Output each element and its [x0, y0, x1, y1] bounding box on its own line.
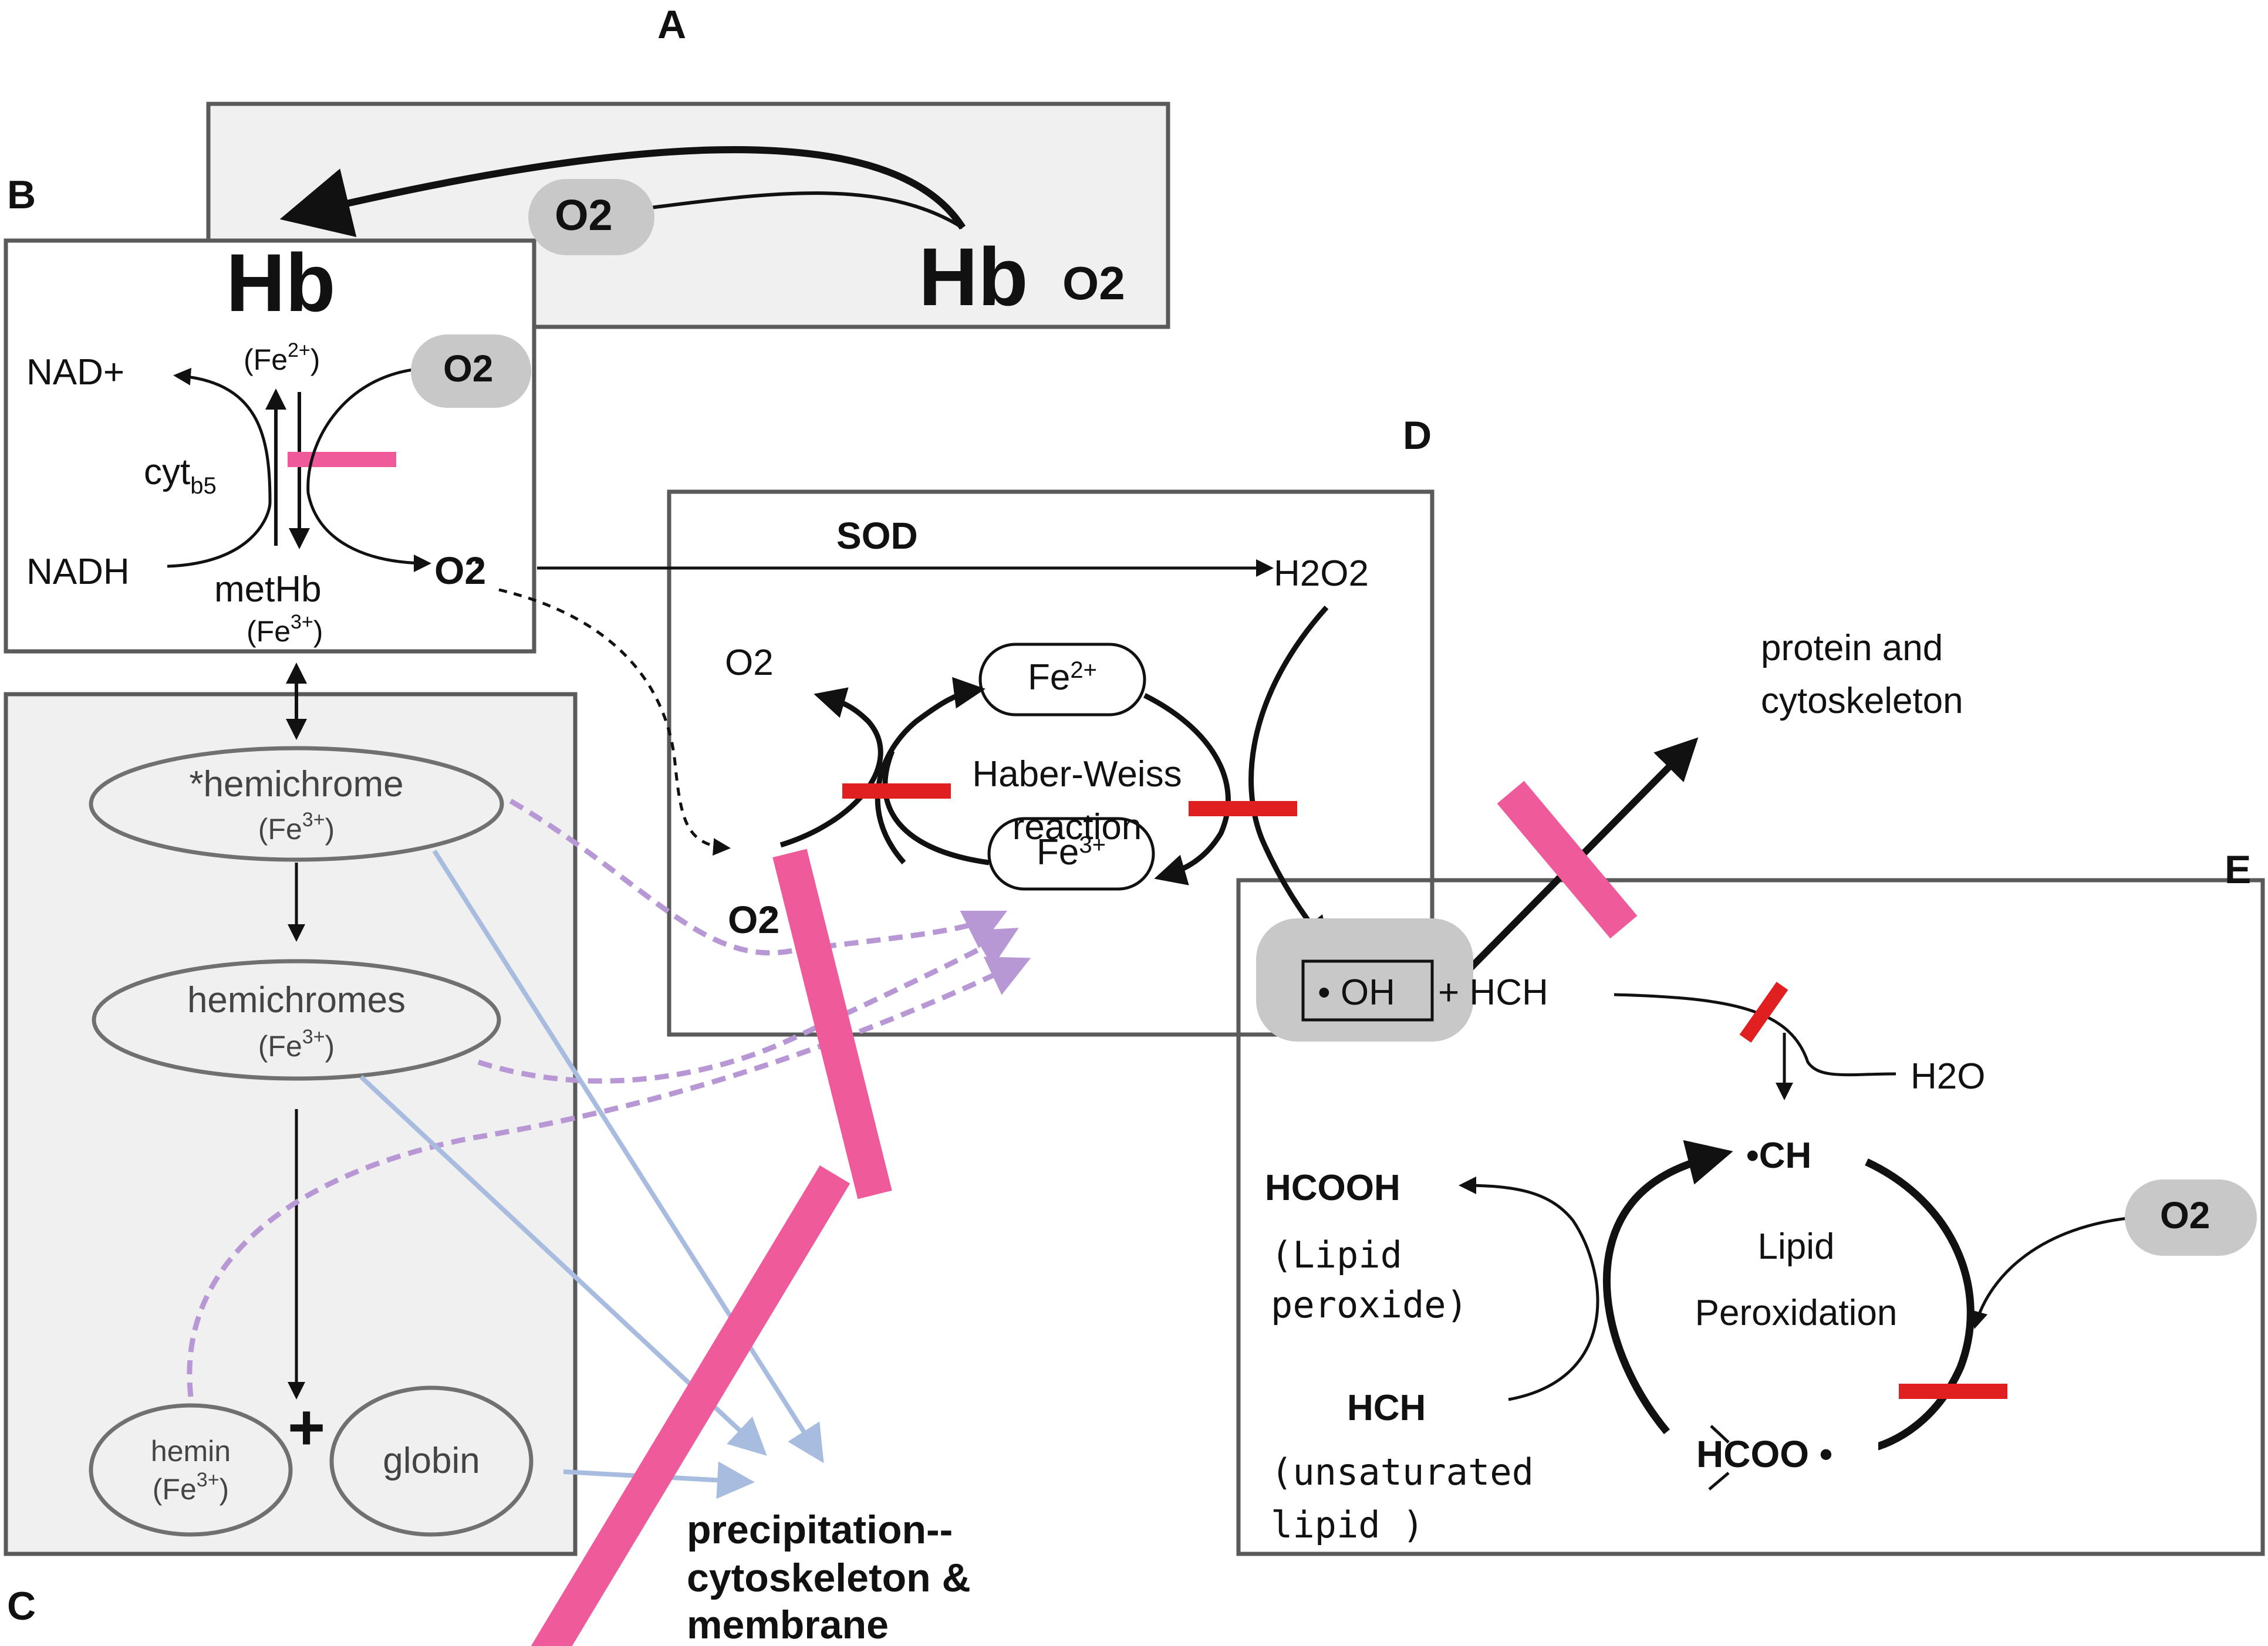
- arrow-h2o2-to-oh: [1248, 605, 1330, 949]
- hcoo-bond-tick-top: [1710, 1425, 1730, 1444]
- arrow-h-abstraction: [1614, 993, 1896, 1077]
- arrow-to-fe2: [875, 677, 986, 864]
- red-block-panel-e-top: [1739, 982, 1788, 1043]
- protein-line1: protein and: [1761, 628, 1943, 668]
- node-hemichromes: [92, 959, 501, 1081]
- hcoo-label: HCOO •: [1696, 1433, 1832, 1475]
- panel-b-o2-label: O2: [443, 347, 493, 390]
- hemichromes-fe: (Fe3+): [258, 1026, 335, 1063]
- lipid-peroxide-line2: peroxide): [1271, 1283, 1468, 1326]
- hemichromes-label: hemichromes: [187, 980, 406, 1020]
- unsaturated-line2: lipid ): [1271, 1503, 1424, 1546]
- h2o-label: H2O: [1911, 1056, 1985, 1097]
- arrow-to-hcooh: [1459, 1177, 1599, 1401]
- hcoo-box: [1676, 1394, 1878, 1505]
- panel-d-box: [667, 489, 1435, 1037]
- hch-label: HCH: [1347, 1388, 1426, 1428]
- arrow-from-nadh: [167, 501, 272, 568]
- panel-b-fe3: (Fe3+): [247, 611, 323, 648]
- pink-block-panel-b: [288, 452, 396, 467]
- plus-hch-label: + HCH: [1438, 972, 1548, 1013]
- purple-dashed-hemichromes: [477, 928, 1019, 1084]
- panel-b-superoxide: O2-: [434, 545, 486, 592]
- arrow-o2-into-cycle: [1970, 1216, 2134, 1329]
- panel-b-cyt: cytb5: [144, 452, 217, 499]
- lipid-perox-line2: Peroxidation: [1695, 1293, 1898, 1333]
- panel-b-nad: NAD+: [26, 352, 124, 393]
- red-block-right: [1189, 801, 1297, 816]
- panel-b-nadh: NADH: [26, 552, 130, 592]
- haber-weiss-line2: reaction: [1013, 807, 1142, 847]
- panel-letter-c: C: [7, 1584, 36, 1628]
- node-globin: [329, 1385, 534, 1537]
- cycle-arc-left: [1602, 1140, 1733, 1435]
- panel-d-superoxide: O2-: [728, 894, 779, 941]
- haber-weiss-line1: Haber-Weiss: [972, 754, 1182, 795]
- protein-line2: cytoskeleton: [1761, 681, 1963, 721]
- hcooh-label: HCOOH: [1265, 1168, 1400, 1208]
- node-fe3: [987, 817, 1155, 891]
- panel-letter-a: A: [657, 2, 686, 47]
- arrow-o2-to-superoxide: [306, 367, 431, 572]
- precipitation-line2: cytoskeleton &: [687, 1556, 971, 1600]
- sod-label: SOD: [836, 515, 918, 557]
- panel-a-hb: Hb: [226, 236, 336, 329]
- oh-inner-box: [1301, 959, 1434, 1022]
- node-hemin: [89, 1403, 293, 1537]
- precipitation-line1: precipitation--: [687, 1508, 953, 1552]
- arrow-superoxide-to-o2: [779, 687, 883, 848]
- o2-release-line: [645, 191, 964, 229]
- cycle-arc-right: [1865, 1158, 1975, 1454]
- panel-a-o2-label: O2: [555, 191, 613, 239]
- hemin-fe: (Fe3+): [153, 1469, 229, 1506]
- panel-letter-e: E: [2225, 847, 2251, 892]
- dotted-arrow-superoxide: [498, 588, 731, 856]
- pink-block-protein: [1497, 780, 1638, 939]
- panel-a-o2-bubble: [528, 179, 654, 255]
- red-block-left: [842, 783, 951, 799]
- plus-sign: +: [288, 1391, 325, 1464]
- precipitation-line3: membrane: [687, 1603, 889, 1646]
- oh-bubble: [1256, 918, 1473, 1042]
- panel-a-hbo2-o2: O2: [1062, 257, 1125, 309]
- panel-e-o2-label: O2: [2160, 1194, 2210, 1236]
- lipid-perox-line1: Lipid: [1758, 1226, 1835, 1267]
- arrow-hbo2-to-hb: [279, 146, 966, 237]
- panel-e-box: [1236, 878, 2265, 1556]
- panel-letter-b: B: [7, 173, 36, 217]
- panel-e-o2-bubble: [2125, 1179, 2257, 1256]
- purple-dashed-hemichrome: [509, 799, 1008, 956]
- arrow-to-nad: [173, 367, 272, 502]
- unsaturated-line1: (unsaturated: [1271, 1451, 1534, 1493]
- arrow-fe3-leftside: [882, 750, 990, 866]
- hemichrome-star-fe: (Fe3+): [258, 809, 335, 846]
- hcoo-bond-tick-bottom: [1708, 1472, 1730, 1490]
- panel-letter-d: D: [1403, 413, 1432, 458]
- blue-arrow-hemichrome: [432, 849, 824, 1464]
- globin-label: globin: [383, 1441, 480, 1481]
- panel-a-hbo2-hb: Hb: [919, 231, 1028, 323]
- lipid-peroxide-line1: (Lipid: [1271, 1233, 1402, 1276]
- pink-block-blue-arrows: [517, 1165, 851, 1646]
- hemichrome-star-label: *hemichrome: [189, 764, 403, 805]
- panel-b-box: [4, 238, 536, 654]
- ch-radical-label: •CH: [1746, 1135, 1811, 1176]
- red-block-panel-e-bottom: [1899, 1384, 2007, 1399]
- fe2-label: Fe2+: [1028, 657, 1097, 698]
- fe3-label: Fe3+: [1037, 832, 1106, 873]
- panel-b-o2-bubble: [411, 334, 531, 408]
- h2o2-label: H2O2: [1274, 553, 1369, 594]
- panel-b-methb: metHb: [214, 569, 322, 610]
- oh-label: • OH: [1318, 972, 1395, 1013]
- hemin-label: hemin: [151, 1435, 231, 1468]
- pink-block-purple-arrows: [772, 849, 892, 1199]
- node-hemichrome-star: [89, 746, 504, 862]
- panel-d-o2: O2: [725, 643, 774, 683]
- panel-b-fe2: (Fe2+): [244, 339, 320, 376]
